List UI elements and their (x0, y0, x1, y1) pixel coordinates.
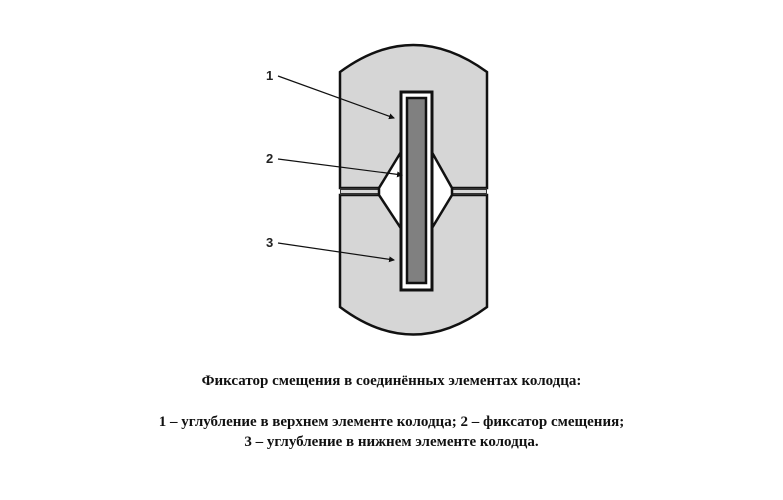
label-3: 3 (266, 235, 273, 250)
caption-title: Фиксатор смещения в соединённых элемента… (201, 373, 582, 389)
caption-line-1: 1 – углубление в верхнем элементе колодц… (158, 414, 625, 430)
displacement-fixator-rod (405, 96, 428, 285)
label-2: 2 (266, 151, 273, 166)
label-1: 1 (266, 68, 273, 83)
leader-line-3 (277, 242, 395, 263)
leader-line-2 (277, 158, 403, 178)
leader-line-1 (277, 75, 395, 120)
caption-line-2: 3 – углубление в нижнем элементе колодца… (244, 434, 539, 450)
